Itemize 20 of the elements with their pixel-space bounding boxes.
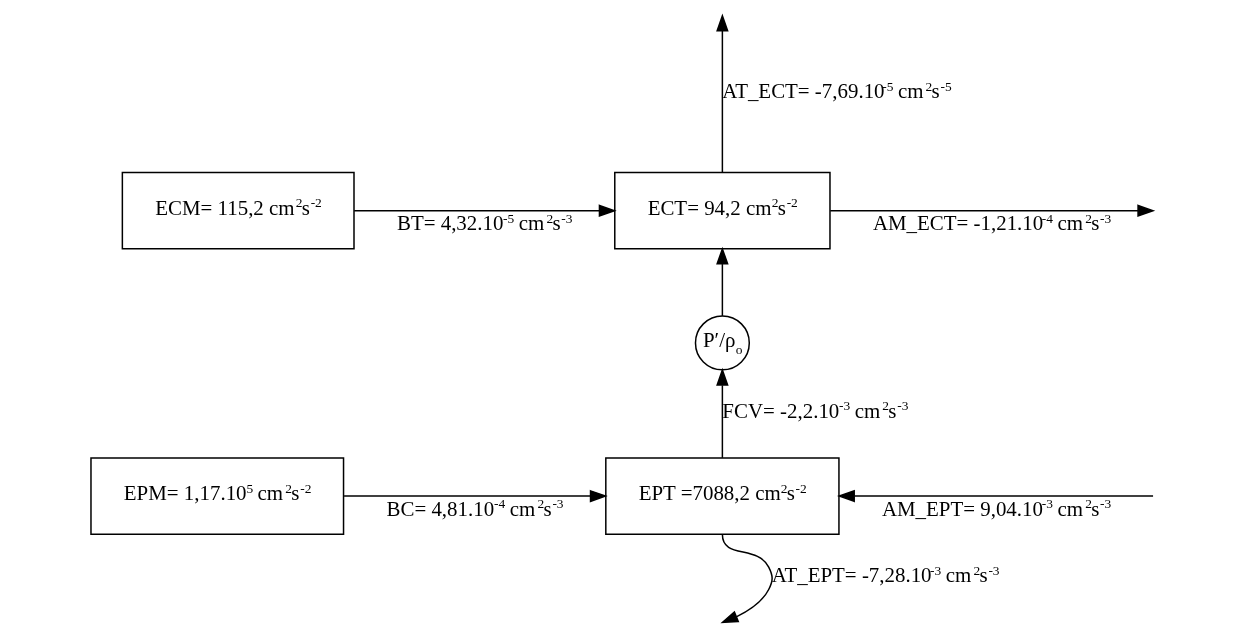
edge-label: AT_ECT= -7,69.10$^{-5}$ cm$^{2}$s$^{-5}$ bbox=[721, 78, 952, 104]
arrow bbox=[715, 246, 729, 317]
node-box: EPM= 1,17.10$^{5}$ cm$^{2}$s$^{-2}$ bbox=[89, 457, 344, 535]
node-box: ECM= 115,2 cm$^{2}$s$^{-2}$ bbox=[121, 171, 355, 250]
node-box: ECT= 94,2 cm$^{2}$s$^{-2}$ bbox=[613, 171, 831, 250]
arrow bbox=[715, 367, 729, 459]
edge-label: AM_ECT= -1,21.10$^{-4}$ cm$^{2}$s$^{-3}$ bbox=[872, 210, 1111, 236]
node-box: EPT =7088,2 cm$^{2}$s$^{-2}$ bbox=[604, 457, 840, 535]
edge-label: BT= 4,32.10$^{-5}$ cm$^{2}$s$^{-3}$ bbox=[396, 210, 573, 236]
node-circle: P′/ρ$_{o}$ bbox=[694, 315, 750, 371]
edge-label: FCV= -2,2.10$^{-3}$ cm$^{2}$s$^{-3}$ bbox=[721, 398, 908, 423]
arrow bbox=[352, 204, 617, 217]
edge-label: BC= 4,81.10$^{-4}$ cm$^{2}$s$^{-3}$ bbox=[386, 496, 564, 521]
arrow bbox=[719, 533, 773, 624]
arrow bbox=[836, 489, 1154, 503]
arrow bbox=[829, 204, 1155, 217]
edge-label: AM_EPT= 9,04.10$^{-3}$ cm$^{2}$s$^{-3}$ bbox=[881, 496, 1111, 521]
edge-label: AT_EPT= -7,28.10$^{-3}$ cm$^{2}$s$^{-3}$ bbox=[771, 562, 1000, 588]
arrow bbox=[715, 13, 729, 174]
arrow bbox=[342, 489, 608, 503]
